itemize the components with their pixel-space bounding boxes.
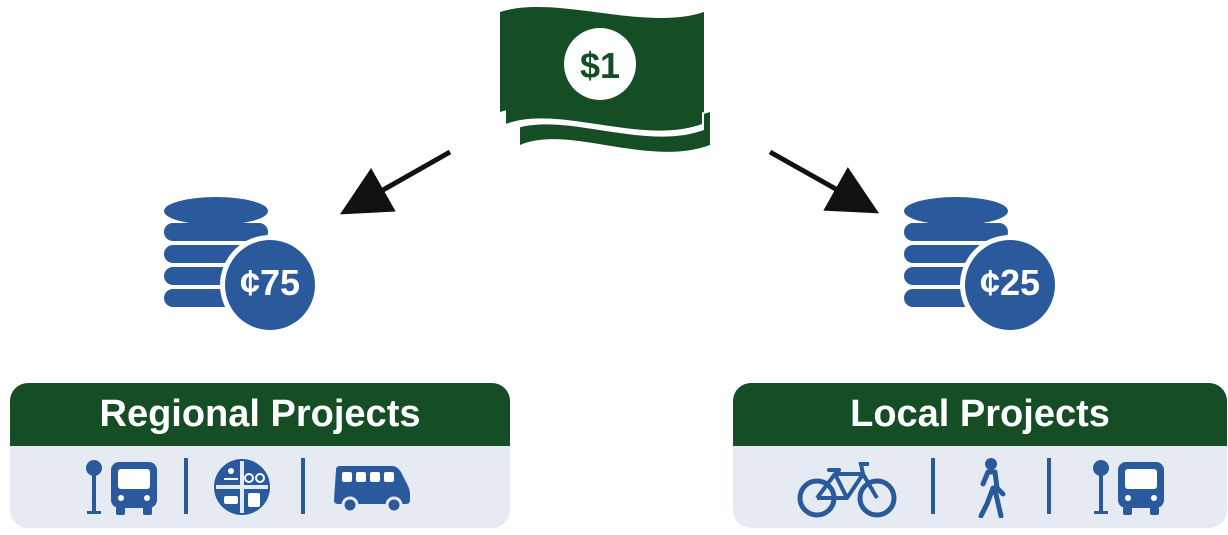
bus-stop-icon: [86, 460, 102, 514]
local-icons-row: [733, 446, 1227, 528]
pedestrian-icon: [978, 458, 1006, 518]
local-projects-card: Local Projects: [733, 383, 1227, 528]
coin-stack-local-icon: [904, 197, 1060, 333]
dollar-amount: $1: [580, 45, 620, 86]
local-projects-title: Local Projects: [733, 383, 1227, 446]
local-coin-label: ¢25: [979, 262, 1041, 303]
dollar-bill-icon: $1: [500, 7, 710, 152]
bus-icon: [111, 462, 157, 515]
coin-stack-regional-icon: [164, 197, 320, 333]
regional-projects-card: Regional Projects: [10, 383, 510, 528]
divider: [931, 458, 935, 514]
regional-projects-title: Regional Projects: [10, 383, 510, 446]
divider: [1047, 458, 1051, 514]
divider: [301, 458, 305, 514]
bus-icon: [1118, 462, 1164, 515]
bicycle-icon: [797, 462, 897, 518]
regional-icons-row: [10, 446, 510, 528]
divider: [184, 458, 188, 514]
van-icon: [334, 466, 410, 512]
bus-stop-icon: [1093, 460, 1109, 514]
regional-coin-label: ¢75: [239, 262, 301, 303]
multimodal-icon: [214, 459, 270, 515]
